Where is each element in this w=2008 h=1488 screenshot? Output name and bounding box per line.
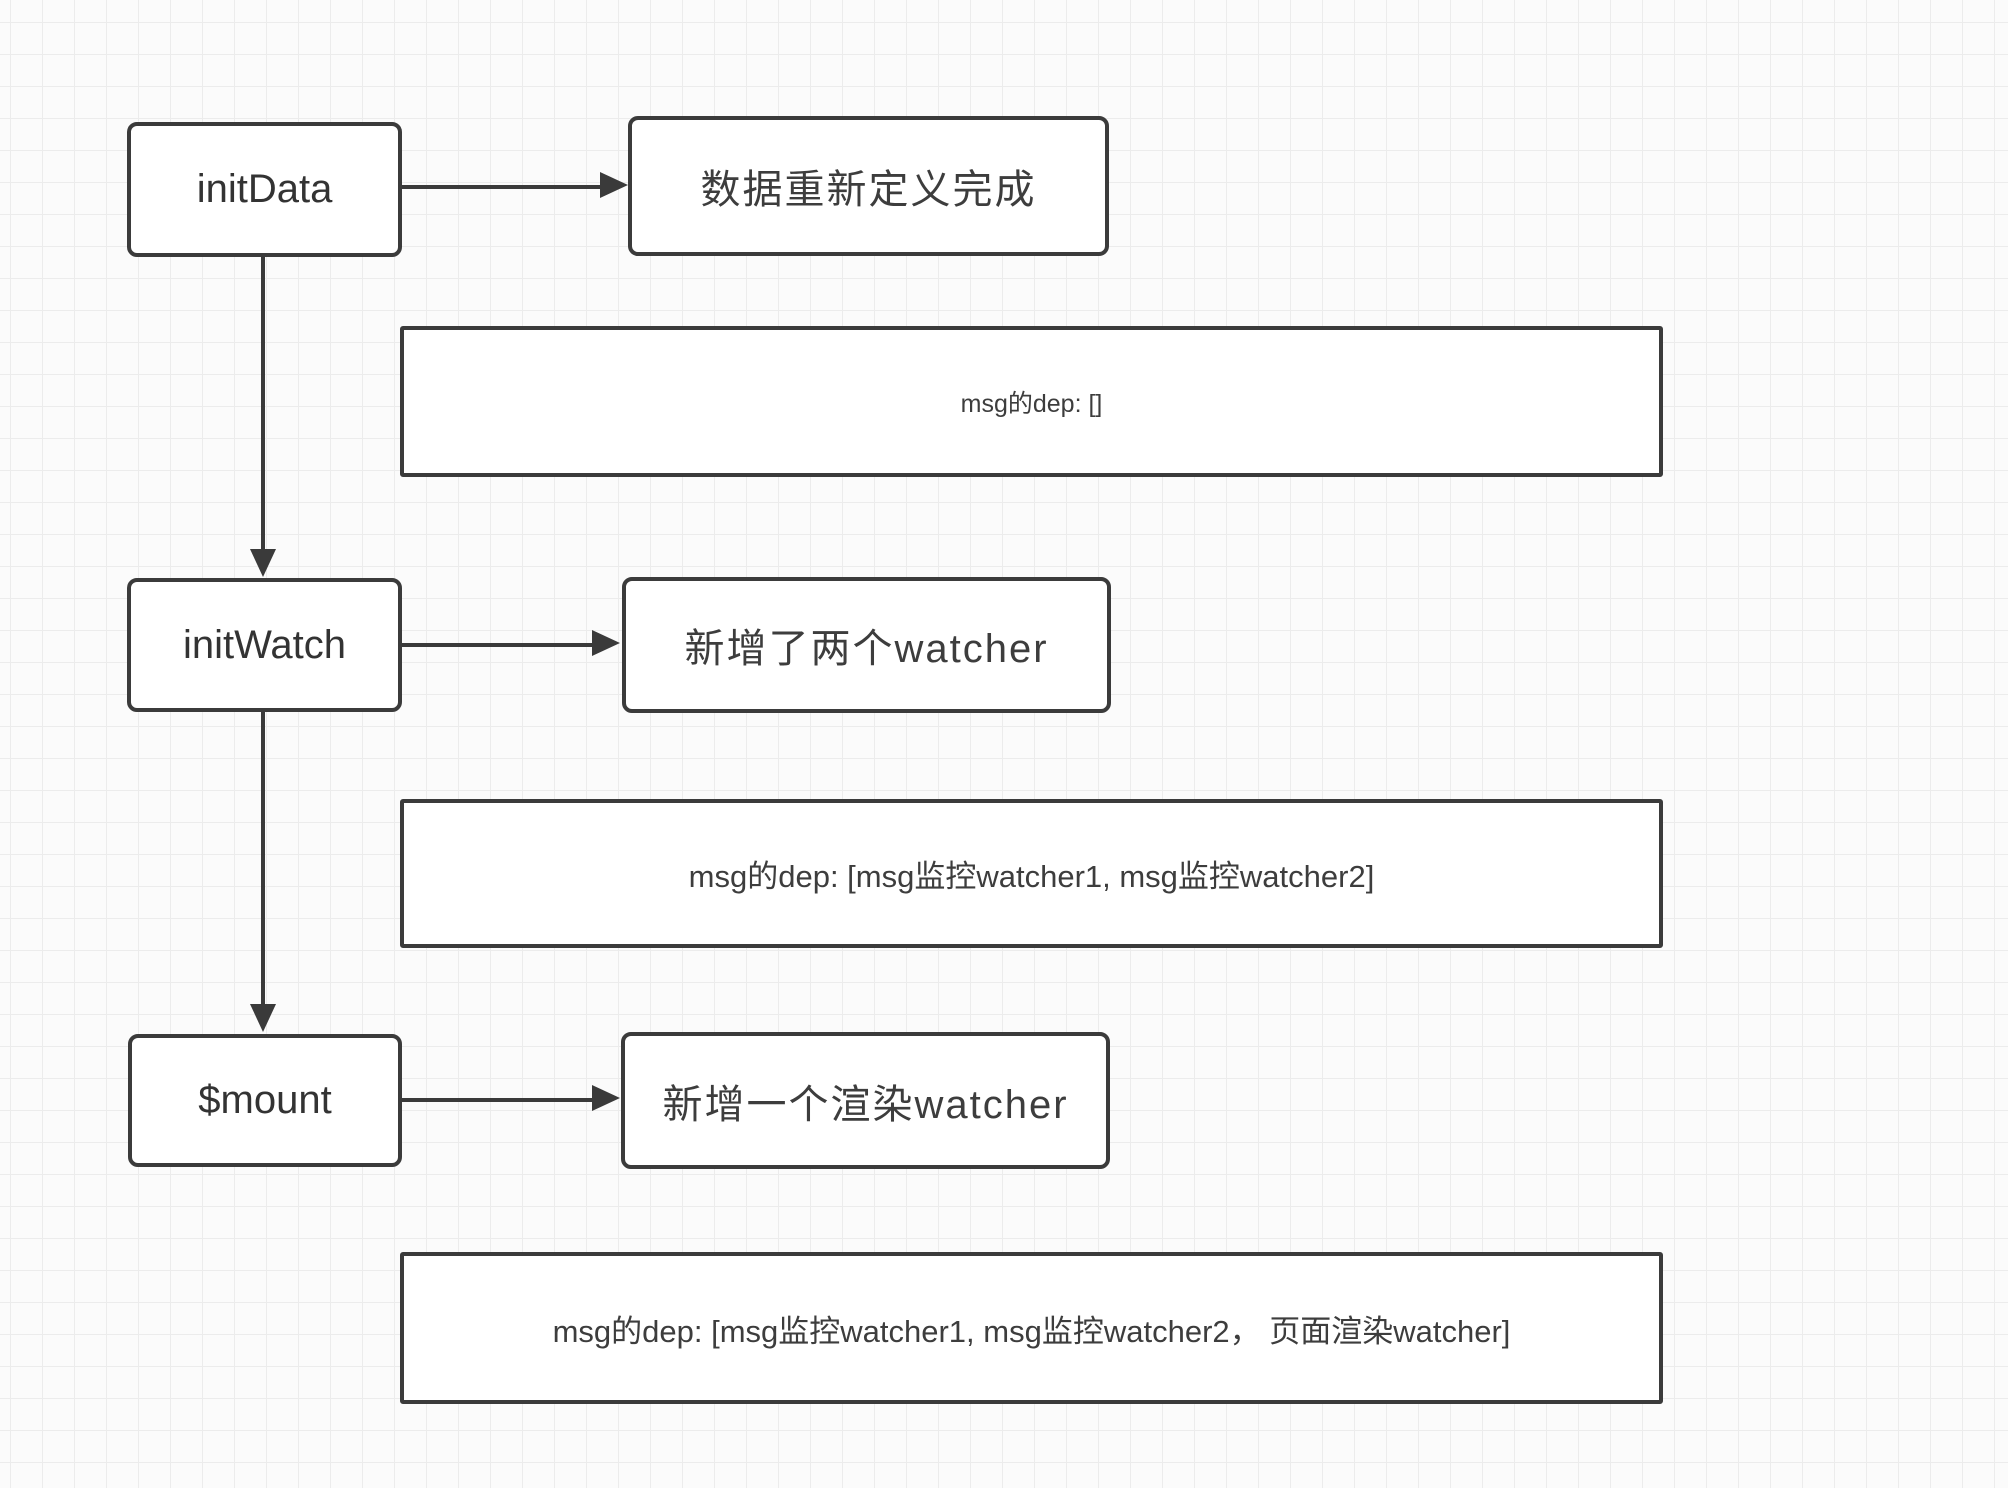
node-initdata: initData xyxy=(127,122,402,257)
result-box-two-watchers: 新增了两个watcher xyxy=(622,577,1111,713)
dep-box-three-watchers: msg的dep: [msg监控watcher1, msg监控watcher2， … xyxy=(400,1252,1663,1404)
arrow-line xyxy=(261,257,265,551)
node-mount-label: $mount xyxy=(198,1078,332,1122)
result-box-render-watcher: 新增一个渲染watcher xyxy=(621,1032,1110,1169)
dep-box-empty-label: msg的dep: [] xyxy=(960,389,1103,418)
result-box-render-watcher-label: 新增一个渲染watcher xyxy=(662,1082,1069,1127)
arrow-line xyxy=(261,712,265,1006)
node-initwatch-label: initWatch xyxy=(182,622,346,667)
arrow-head-right-icon xyxy=(592,630,620,656)
arrow-line xyxy=(402,643,594,647)
arrow-line xyxy=(402,1098,594,1102)
result-box-data-defined-label: 数据重新定义完成 xyxy=(700,168,1037,212)
dep-box-two-watchers-label: msg的dep: [msg监控watcher1, msg监控watcher2] xyxy=(688,859,1375,894)
result-box-two-watchers-label: 新增了两个watcher xyxy=(684,627,1049,671)
node-initwatch: initWatch xyxy=(127,578,402,712)
node-mount: $mount xyxy=(128,1034,402,1167)
arrow-line xyxy=(402,185,602,189)
arrow-head-right-icon xyxy=(592,1085,620,1111)
dep-box-empty: msg的dep: [] xyxy=(400,326,1663,477)
arrow-head-down-icon xyxy=(250,1004,276,1032)
dep-box-three-watchers-label: msg的dep: [msg监控watcher1, msg监控watcher2， … xyxy=(552,1313,1511,1349)
node-initdata-label: initData xyxy=(196,167,333,211)
result-box-data-defined: 数据重新定义完成 xyxy=(628,116,1109,256)
dep-box-two-watchers: msg的dep: [msg监控watcher1, msg监控watcher2] xyxy=(400,799,1663,948)
arrow-head-right-icon xyxy=(600,172,628,198)
arrow-head-down-icon xyxy=(250,549,276,577)
